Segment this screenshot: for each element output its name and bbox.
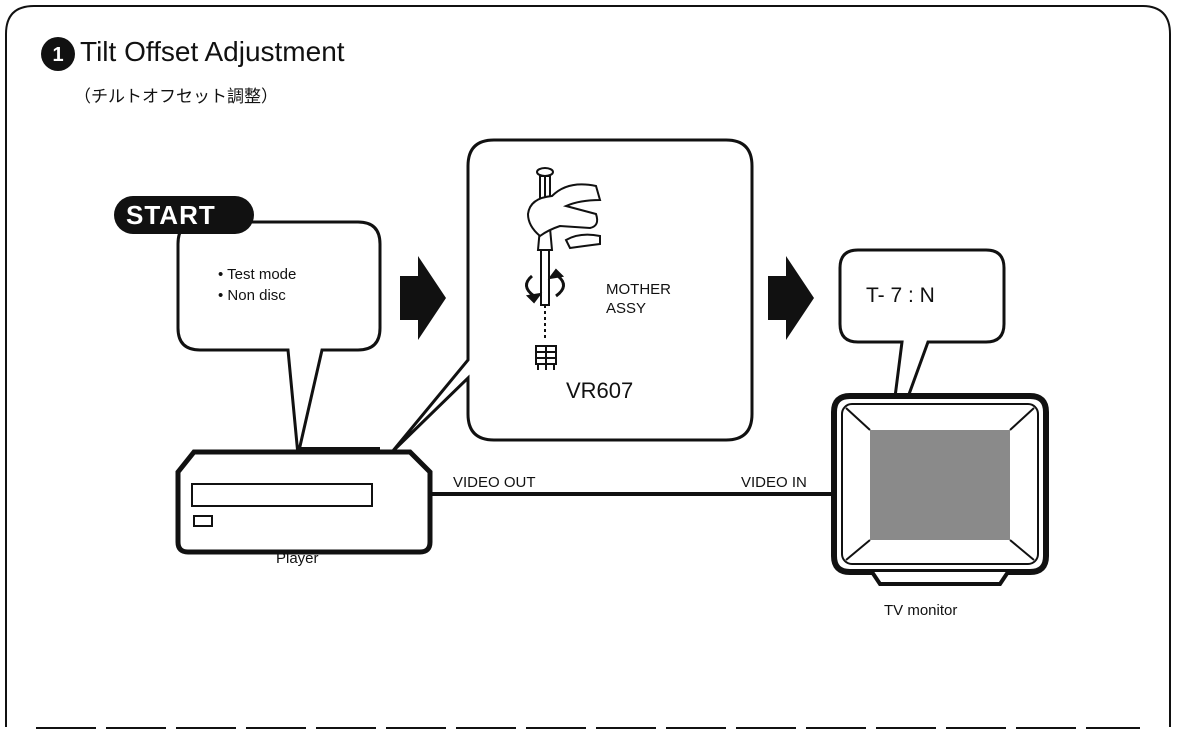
player-device xyxy=(175,447,433,555)
step-number-badge: 1 xyxy=(41,37,75,71)
control-label: VR607 xyxy=(566,378,634,403)
start-badge-label: START xyxy=(126,200,216,230)
diagram-frame xyxy=(5,5,1171,727)
tv-monitor-caption: TV monitor xyxy=(884,602,958,619)
start-badge xyxy=(114,196,254,234)
video-out-label: VIDEO OUT xyxy=(453,474,536,491)
step-arrow-icon xyxy=(768,256,814,340)
page-subtitle: （チルトオフセット調整） xyxy=(74,87,278,107)
board-line-1: MOTHER xyxy=(606,281,671,298)
start-callout xyxy=(176,220,382,456)
player-caption: Player xyxy=(276,550,319,567)
adjustment-callout xyxy=(390,138,754,454)
step-arrow-icon xyxy=(400,256,446,340)
condition-test-mode: • Test mode xyxy=(218,266,297,283)
potentiometer-icon xyxy=(535,345,557,370)
osd-text: T- 7 : N xyxy=(866,284,935,307)
hand-icon xyxy=(526,183,602,250)
video-in-label: VIDEO IN xyxy=(741,474,807,491)
board-name-label: MOTHER ASSY xyxy=(606,280,671,318)
page-title: Tilt Offset Adjustment xyxy=(80,36,345,67)
tv-monitor-device xyxy=(831,393,1049,586)
board-line-2: ASSY xyxy=(606,300,647,317)
tv-screen-noise xyxy=(870,430,1010,540)
step-number-text: 1 xyxy=(52,44,63,66)
rotate-arrows-icon xyxy=(525,268,565,304)
condition-non-disc: • Non disc xyxy=(218,287,286,304)
